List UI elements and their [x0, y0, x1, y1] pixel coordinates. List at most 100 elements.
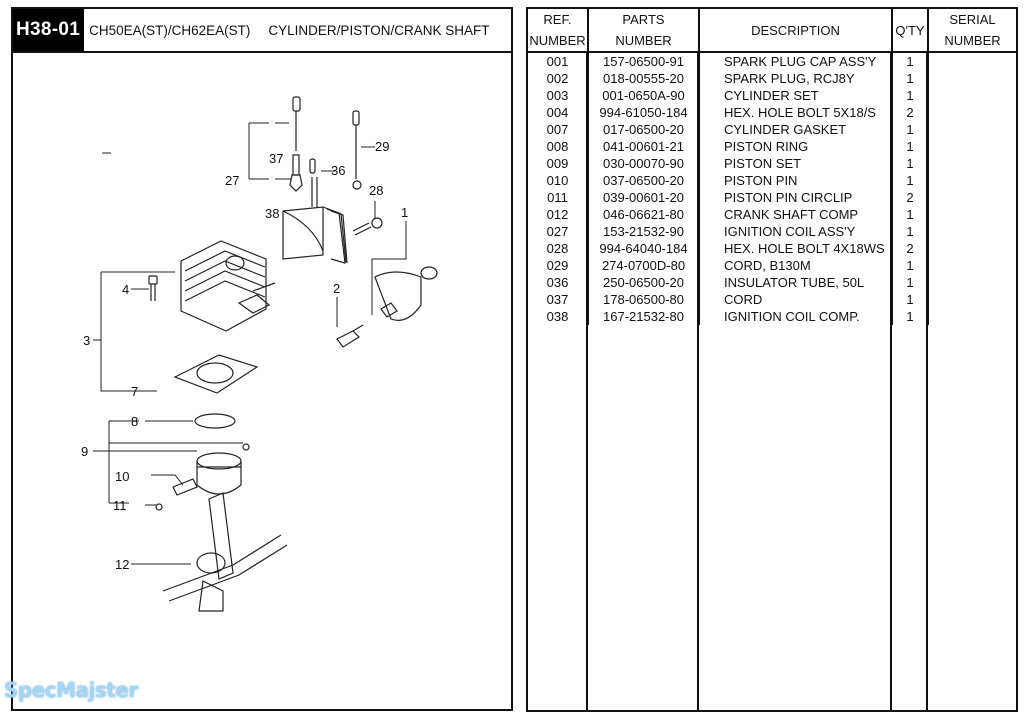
spark-plug-cap-1-drawing [374, 266, 438, 321]
ref-number-cell: 010 [528, 172, 589, 189]
column-divider [890, 53, 892, 710]
qty-cell: 1 [892, 155, 929, 172]
serial-number-cell [928, 274, 1016, 291]
qty-cell: 1 [892, 70, 929, 87]
part-number-cell: 157-06500-91 [588, 52, 700, 70]
bolt-28-drawing [352, 217, 383, 236]
serial-number-cell [928, 223, 1016, 240]
description-cell: PISTON PIN [699, 172, 893, 189]
ref-number-cell: 001 [528, 52, 589, 70]
description-cell: CORD, B130M [699, 257, 893, 274]
serial-number-cell [928, 87, 1016, 104]
description-cell: CYLINDER GASKET [699, 121, 893, 138]
callout-27: 27 [225, 173, 239, 188]
callout-8: 8 [131, 414, 138, 429]
spark-plug-2-drawing [336, 324, 364, 348]
serial-number-cell [928, 52, 1016, 70]
qty-cell: 1 [892, 87, 929, 104]
qty-cell: 2 [892, 189, 929, 206]
column-divider [697, 53, 699, 710]
callout-29: 29 [375, 139, 389, 154]
description-cell: IGNITION COIL COMP. [699, 308, 893, 325]
piston-ring-8-drawing [194, 413, 236, 429]
diagram-svg: 1 2 3 4 7 8 9 10 11 12 27 28 29 36 37 38 [81, 96, 438, 612]
description-cell: HEX. HOLE BOLT 4X18WS [699, 240, 893, 257]
qty-cell: 2 [892, 240, 929, 257]
serial-number-cell [928, 172, 1016, 189]
part-number-cell: 030-00070-90 [588, 155, 700, 172]
part-number-cell: 274-0700D-80 [588, 257, 700, 274]
description-cell: IGNITION COIL ASS'Y [699, 223, 893, 240]
part-number-cell: 017-06500-20 [588, 121, 700, 138]
description-cell: CRANK SHAFT COMP [699, 206, 893, 223]
column-divider [586, 53, 588, 710]
serial-number-cell [928, 291, 1016, 308]
qty-cell: 2 [892, 104, 929, 121]
callout-36: 36 [331, 163, 345, 178]
part-number-cell: 001-0650A-90 [588, 87, 700, 104]
description-cell: PISTON RING [699, 138, 893, 155]
qty-cell: 1 [892, 257, 929, 274]
description-cell: INSULATOR TUBE, 50L [699, 274, 893, 291]
callout-9: 9 [81, 444, 88, 459]
callout-12: 12 [115, 557, 129, 572]
qty-cell: 1 [892, 121, 929, 138]
part-number-cell: 039-00601-20 [588, 189, 700, 206]
qty-cell: 1 [892, 274, 929, 291]
model-names: CH50EA(ST)/CH62EA(ST) [89, 22, 251, 38]
serial-number-cell [928, 104, 1016, 121]
part-number-cell: 994-61050-184 [588, 104, 700, 121]
column-divider [926, 53, 928, 710]
serial-number-cell [928, 189, 1016, 206]
part-number-cell: 041-00601-21 [588, 138, 700, 155]
serial-number-cell [928, 155, 1016, 172]
ref-number-cell: 004 [528, 104, 589, 121]
description-cell: CYLINDER SET [699, 87, 893, 104]
callout-10: 10 [115, 469, 129, 484]
callout-7: 7 [131, 384, 138, 399]
callout-37: 37 [269, 151, 283, 166]
qty-cell: 1 [892, 138, 929, 155]
col-header-ref: REF.NUMBER [528, 9, 589, 53]
callout-1: 1 [401, 205, 408, 220]
cylinder-3-drawing [180, 240, 276, 332]
callout-labels: 1 2 3 4 7 8 9 10 11 12 27 28 29 36 37 38 [81, 139, 408, 572]
ref-number-cell: 009 [528, 155, 589, 172]
leader-lines [93, 122, 407, 565]
ref-number-cell: 011 [528, 189, 589, 206]
ref-number-cell: 027 [528, 223, 589, 240]
serial-number-cell [928, 257, 1016, 274]
part-number-cell: 046-06621-80 [588, 206, 700, 223]
part-number-cell: 018-00555-20 [588, 70, 700, 87]
part-number-cell: 167-21532-80 [588, 308, 700, 325]
qty-cell: 1 [892, 223, 929, 240]
ref-number-cell: 029 [528, 257, 589, 274]
ref-number-cell: 002 [528, 70, 589, 87]
qty-cell: 1 [892, 291, 929, 308]
circlip-11-drawing [155, 503, 163, 511]
serial-number-cell [928, 70, 1016, 87]
crank-shaft-12-drawing [162, 492, 288, 612]
ref-number-cell: 037 [528, 291, 589, 308]
diagram-panel: H38-01 CH50EA(ST)/CH62EA(ST) CYLINDER/PI… [11, 7, 513, 711]
cord-29-drawing [352, 110, 362, 190]
serial-number-cell [928, 138, 1016, 155]
ignition-coil-38-drawing [282, 206, 348, 264]
callout-3: 3 [83, 333, 90, 348]
cord-37-drawing [289, 96, 303, 192]
part-number-cell: 994-64040-184 [588, 240, 700, 257]
bolt-4-drawing [148, 275, 158, 301]
cylinder-gasket-7-drawing [173, 354, 259, 394]
